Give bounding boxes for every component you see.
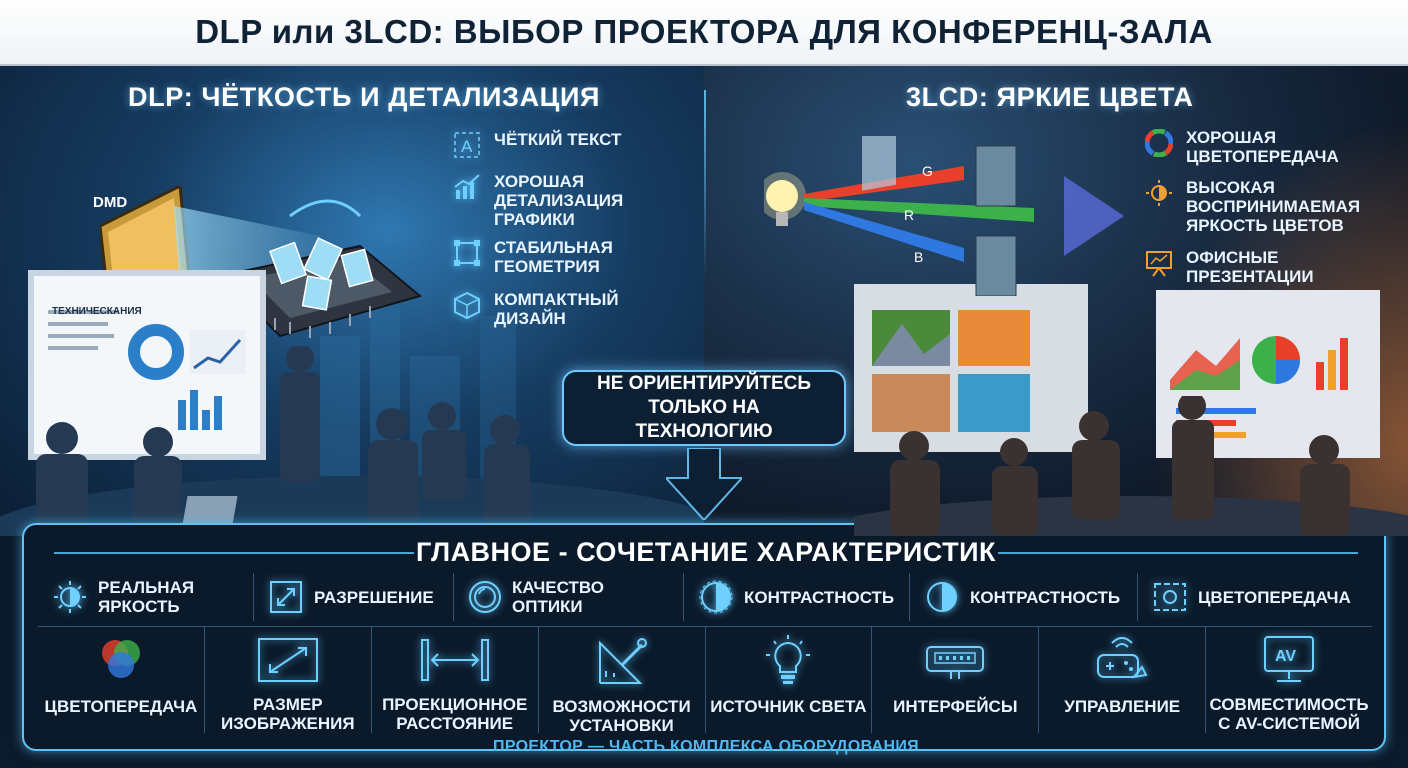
presentation-board-icon	[1144, 248, 1174, 278]
installation-tools-icon	[587, 635, 657, 687]
char-label: СОВМЕСТИМОСТЬ С AV-СИСТЕМОЙ	[1209, 695, 1369, 733]
char-contrast-1: КОНТРАСТНОСТЬ	[684, 573, 910, 621]
char-real-brightness: РЕАЛЬНАЯ ЯРКОСТЬ	[38, 573, 254, 621]
char-label: ПРОЕКЦИОННОЕ РАССТОЯНИЕ	[382, 695, 528, 733]
text-a-icon: A	[452, 130, 482, 160]
lcd-panel: 3LCD: ЯРКИЕ ЦВЕТА G R B Хорошая цветопер…	[704, 66, 1408, 536]
page-title: DLP или 3LCD: ВЫБОР ПРОЕКТОРА ДЛЯ КОНФЕР…	[195, 13, 1213, 50]
char-label: РЕАЛЬНАЯ ЯРКОСТЬ	[98, 578, 195, 616]
char-av-compatibility: AV СОВМЕСТИМОСТЬ С AV-СИСТЕМОЙ	[1206, 627, 1372, 733]
dlp-feature-sharp-text: A Чёткий текст	[452, 130, 644, 160]
char-control: УПРАВЛЕНИЕ	[1039, 627, 1207, 733]
dlp-meeting-scene	[0, 346, 704, 536]
connector-icon	[920, 635, 990, 687]
char-label: КАЧЕСТВО ОПТИКИ	[512, 578, 604, 616]
char-label: ЦВЕТОПЕРЕДАЧА	[1198, 587, 1351, 607]
frame-geometry-icon	[452, 238, 482, 268]
lcd-feature-label: Высокая воспринимаемая яркость цветов	[1186, 178, 1361, 235]
dlp-feature-graphics: Хорошая детализация графики	[452, 172, 644, 229]
row-separator	[38, 626, 1372, 627]
characteristics-title: ГЛАВНОЕ - СОЧЕТАНИЕ ХАРАКТЕРИСТИК	[415, 537, 996, 567]
lcd-feature-presentations: Офисные презентации	[1144, 248, 1336, 286]
char-label: ЦВЕТОПЕРЕДАЧА	[44, 697, 198, 716]
characteristics-row-2: ЦВЕТОПЕРЕДАЧА РАЗМЕР ИЗОБРАЖЕНИЯ ПРОЕКЦИ…	[38, 627, 1372, 735]
characteristics-row-1: РЕАЛЬНАЯ ЯРКОСТЬ РАЗРЕШЕНИЕ КАЧЕСТВО ОПТ…	[38, 569, 1372, 625]
dlp-screen-heading: ТЕХНИЧЕСКАНИЯ	[52, 306, 142, 317]
resolution-icon	[268, 579, 304, 615]
lcd-channel-b: B	[914, 249, 923, 265]
char-label: ИСТОЧНИК СВЕТА	[710, 697, 867, 716]
svg-text:A: A	[461, 137, 473, 156]
char-resolution: РАЗРЕШЕНИЕ	[254, 573, 454, 621]
dlp-feature-label: Чёткий текст	[494, 130, 622, 149]
char-label: ВОЗМОЖНОСТИ УСТАНОВКИ	[552, 697, 691, 735]
char-optics: КАЧЕСТВО ОПТИКИ	[454, 573, 684, 621]
chart-growth-icon	[452, 172, 482, 202]
dlp-feature-label: Стабильная геометрия	[494, 238, 613, 276]
char-label: ИНТЕРФЕЙСЫ	[893, 697, 1018, 716]
char-installation: ВОЗМОЖНОСТИ УСТАНОВКИ	[539, 627, 706, 735]
characteristics-panel: ГЛАВНОЕ - СОЧЕТАНИЕ ХАРАКТЕРИСТИК РЕАЛЬН…	[22, 523, 1386, 755]
distance-icon	[420, 635, 490, 685]
title-banner: DLP или 3LCD: ВЫБОР ПРОЕКТОРА ДЛЯ КОНФЕР…	[0, 0, 1408, 66]
lcd-light-path-illustration: G R B	[764, 136, 1124, 296]
dlp-presentation-screen	[28, 270, 266, 460]
char-label: РАЗРЕШЕНИЕ	[314, 587, 434, 607]
dlp-feature-compact: Компактный дизайн	[452, 290, 644, 328]
lcd-title: 3LCD: ЯРКИЕ ЦВЕТА	[906, 82, 1194, 112]
char-color-rendering: ЦВЕТОПЕРЕДАЧА	[1138, 573, 1372, 621]
char-projection-distance: ПРОЕКЦИОННОЕ РАССТОЯНИЕ	[372, 627, 539, 733]
contrast-icon	[698, 579, 734, 615]
char-label: КОНТРАСТНОСТЬ	[744, 587, 895, 607]
remote-control-icon	[1087, 635, 1157, 687]
color-screen-icon	[1152, 579, 1188, 615]
brightness-icon	[1144, 178, 1174, 208]
lcd-channel-r: R	[904, 207, 914, 223]
lens-icon	[468, 579, 502, 615]
lcd-meeting-scene	[854, 396, 1408, 536]
char-label: КОНТРАСТНОСТЬ	[970, 587, 1121, 607]
color-wheel-icon	[1144, 128, 1174, 158]
lcd-channel-g: G	[922, 163, 933, 179]
contrast-icon	[924, 579, 960, 615]
image-size-icon	[253, 635, 323, 685]
cube-icon	[452, 290, 482, 320]
lcd-photo-screen	[854, 284, 1088, 452]
technology-callout: НЕ ОРИЕНТИРУЙТЕСЬ ТОЛЬКО НА ТЕХНОЛОГИЮ	[562, 370, 846, 446]
av-monitor-icon: AV	[1254, 635, 1324, 685]
dlp-panel: DMD DLP: ЧЁТКОСТЬ И ДЕТАЛИЗАЦИЯ A Чёткий…	[0, 66, 704, 536]
lcd-feature-brightness: Высокая воспринимаемая яркость цветов	[1144, 178, 1376, 235]
char-label: УПРАВЛЕНИЕ	[1064, 697, 1181, 716]
char-label: РАЗМЕР ИЗОБРАЖЕНИЯ	[220, 695, 355, 733]
arrow-down-icon	[666, 448, 742, 520]
char-image-size: РАЗМЕР ИЗОБРАЖЕНИЯ	[205, 627, 372, 733]
char-contrast-2: КОНТРАСТНОСТЬ	[910, 573, 1138, 621]
brightness-icon	[52, 579, 88, 615]
rgb-circles-icon	[86, 635, 156, 687]
svg-text:AV: AV	[1275, 648, 1296, 665]
dlp-title: DLP: ЧЁТКОСТЬ И ДЕТАЛИЗАЦИЯ	[128, 82, 600, 112]
dmd-label: DMD	[93, 194, 128, 211]
dlp-feature-geometry: Стабильная геометрия	[452, 238, 644, 276]
title-rule-left	[54, 552, 414, 554]
title-rule-right	[998, 552, 1358, 554]
char-color-rgb: ЦВЕТОПЕРЕДАЧА	[38, 627, 205, 733]
dlp-feature-label: Хорошая детализация графики	[494, 172, 624, 229]
lcd-feature-label: Офисные презентации	[1186, 248, 1314, 286]
lcd-feature-color: Хорошая цветопередача	[1144, 128, 1339, 166]
footer-note: ПРОЕКТОР — ЧАСТЬ КОМПЛЕКСА ОБОРУДОВАНИЯ	[493, 738, 919, 755]
panel-divider	[704, 90, 706, 280]
lcd-feature-label: Хорошая цветопередача	[1186, 128, 1339, 166]
char-interfaces: ИНТЕРФЕЙСЫ	[872, 627, 1040, 733]
char-light-source: ИСТОЧНИК СВЕТА	[706, 627, 873, 733]
dlp-feature-label: Компактный дизайн	[494, 290, 619, 328]
light-bulb-icon	[753, 635, 823, 687]
